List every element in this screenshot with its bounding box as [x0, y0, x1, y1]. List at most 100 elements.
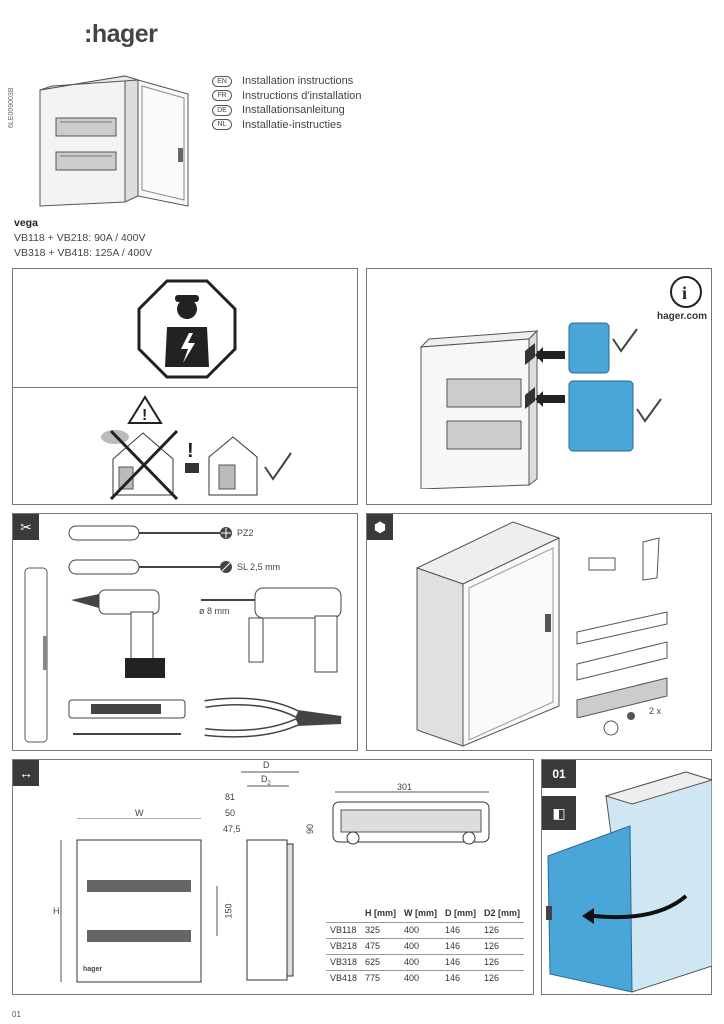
table-cell: 146 — [441, 921, 481, 938]
table-row: VB118 325 400 146 126 — [326, 921, 525, 938]
page-number: 01 — [12, 1010, 21, 1019]
ruler-icon: ↔ — [13, 760, 39, 786]
document-code: 6LE009003B — [8, 87, 15, 128]
svg-text:i: i — [682, 283, 687, 303]
package-icon: ⬢ — [367, 514, 393, 540]
table-header-row: H [mm] W [mm] D [mm] D2 [mm] — [326, 904, 524, 922]
offset-81: 81 — [225, 792, 236, 802]
level-tool — [24, 567, 48, 743]
info-icon: i — [670, 276, 702, 308]
side-view-drawing — [241, 771, 299, 981]
rail-height-90: 90 — [305, 823, 316, 835]
language-code: NL — [212, 119, 232, 131]
electrician-icon — [137, 279, 237, 379]
table-cell: 126 — [480, 969, 525, 986]
language-label: Instructions d'installation — [242, 89, 362, 102]
table-cell: 400 — [400, 953, 442, 970]
table-cell: 400 — [400, 921, 442, 938]
table-row: VB418 775 400 146 126 — [326, 969, 525, 986]
product-spec-2: VB318 + VB418: 125A / 400V — [14, 247, 153, 259]
table-cell: 146 — [441, 953, 481, 970]
small-parts — [603, 712, 635, 736]
language-row: FR Instructions d'installation — [212, 89, 362, 104]
table-cell: 146 — [441, 969, 481, 986]
table-header: D2 [mm] — [484, 907, 521, 918]
slotted-icon — [220, 561, 232, 573]
compatibility-panel: i hager.com — [366, 268, 712, 505]
step-panel: 01 ◧ — [541, 759, 712, 995]
step-number: 01 — [542, 760, 576, 788]
table-cell: 400 — [400, 937, 442, 954]
table-cell: 475 — [361, 937, 401, 954]
language-label: Installationsanleitung — [242, 104, 345, 117]
table-cell: 400 — [400, 969, 442, 986]
width-label: W — [135, 808, 144, 818]
screwdrivers — [68, 525, 225, 575]
drill-bit-label: ø 8 mm — [199, 606, 230, 616]
table-header: W [mm] — [404, 907, 438, 918]
opening-door-illustration — [546, 771, 712, 993]
quantity-label: 2 x — [649, 706, 662, 716]
product-spec-1: VB118 + VB218: 90A / 400V — [14, 232, 146, 244]
table-cell: VB218 — [326, 937, 362, 954]
spacing-150: 150 — [223, 903, 234, 919]
table-header — [326, 904, 361, 922]
depth2-label: D2 — [261, 774, 271, 787]
pz-label: PZ2 — [237, 528, 254, 538]
door-open-icon: ◧ — [542, 796, 576, 830]
hammer-drill — [201, 587, 342, 673]
pliers — [204, 697, 342, 738]
tools-panel: ✂ PZ2 SL 2,5 mm ø 8 mm — [12, 513, 358, 751]
svg-text:!: ! — [142, 407, 147, 424]
language-code: FR — [212, 90, 232, 102]
tools-icon: ✂ — [13, 514, 39, 540]
language-label: Installation instructions — [242, 75, 354, 88]
hager-logo: :hager — [84, 20, 158, 48]
utility-knife — [68, 699, 186, 735]
svg-text:!: ! — [187, 440, 194, 462]
sl-label: SL 2,5 mm — [237, 562, 281, 572]
din-rail-drawing — [332, 791, 490, 845]
language-row: NL Installatie-instructies — [212, 118, 362, 133]
dimensions-panel: ↔ W H 150 hager D D2 81 50 47,5 301 90 — [12, 759, 534, 995]
cabinet-with-devices — [419, 322, 662, 489]
table-cell: 325 — [361, 921, 401, 938]
cordless-drill — [71, 589, 165, 678]
offset-47-5: 47,5 — [223, 824, 241, 834]
height-label: H — [53, 906, 60, 916]
table-header: D [mm] — [445, 907, 477, 918]
table-cell: VB118 — [326, 921, 362, 938]
table-cell: VB318 — [326, 953, 362, 970]
table-row: VB318 625 400 146 126 — [326, 953, 525, 970]
front-view-drawing — [60, 818, 218, 983]
offset-50: 50 — [225, 808, 236, 818]
table-cell: 126 — [480, 921, 525, 938]
accessories — [576, 537, 668, 718]
language-label: Installatie-instructies — [242, 118, 342, 131]
product-name: vega — [14, 217, 38, 229]
warning-illustration: ! ! — [101, 395, 292, 501]
language-row: DE Installationsanleitung — [212, 103, 362, 118]
safety-panel: ! ! — [12, 268, 358, 505]
language-row: EN Installation instructions — [212, 74, 362, 89]
table-cell: VB418 — [326, 969, 362, 986]
language-code: DE — [212, 104, 232, 116]
front-brand-label: hager — [83, 966, 103, 973]
table-row: VB218 475 400 146 126 — [326, 937, 525, 954]
cabinet-closed — [415, 521, 561, 747]
website-link[interactable]: hager.com — [657, 311, 708, 322]
rail-length-301: 301 — [397, 782, 413, 792]
table-header: H [mm] — [365, 907, 397, 918]
table-cell: 775 — [361, 969, 401, 986]
table-cell: 146 — [441, 937, 481, 954]
language-code: EN — [212, 75, 232, 87]
contents-panel: ⬢ 2 x — [366, 513, 712, 751]
depth-label: D — [263, 760, 270, 770]
table-cell: 625 — [361, 953, 401, 970]
table-cell: 126 — [480, 937, 525, 954]
cabinet-illustration — [39, 75, 189, 207]
dimensions-table: H [mm] W [mm] D [mm] D2 [mm] VB118 325 4… — [326, 904, 525, 986]
phillips-icon — [220, 527, 232, 539]
table-cell: 126 — [480, 953, 525, 970]
product-info: vega VB118 + VB218: 90A / 400V VB318 + V… — [14, 216, 152, 261]
